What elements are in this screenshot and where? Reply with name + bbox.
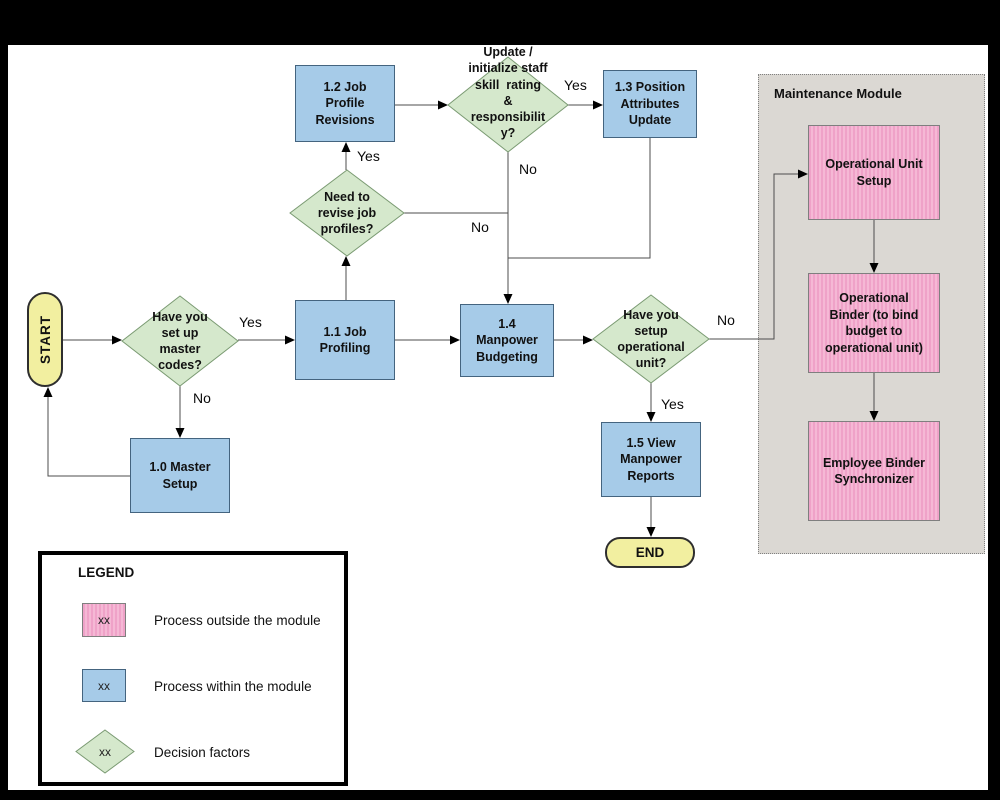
edge-label-update-skill-yes: Yes <box>564 77 587 93</box>
decision-revise-profiles-label: Need to revise job profiles? <box>317 189 377 237</box>
legend-label-process-outside: Process outside the module <box>154 613 321 628</box>
legend-box: LEGEND xx Process outside the module xx … <box>38 551 348 786</box>
legend-label-process-within: Process within the module <box>154 679 312 694</box>
process-job-profiling: 1.1 Job Profiling <box>295 300 395 380</box>
start-label: START <box>37 315 53 364</box>
maintenance-module-title: Maintenance Module <box>774 86 902 101</box>
process-operational-unit-setup: Operational Unit Setup <box>808 125 940 220</box>
process-master-setup: 1.0 Master Setup <box>130 438 230 513</box>
decision-update-skill-label: Update / initialize staff skill rating &… <box>468 45 548 141</box>
edge-label-update-skill-no: No <box>519 161 537 177</box>
edge-label-master-codes-no: No <box>193 390 211 406</box>
process-position-attributes-update: 1.3 Position Attributes Update <box>603 70 697 138</box>
edge-label-operational-unit-no: No <box>717 312 735 328</box>
start-terminator: START <box>27 292 63 387</box>
legend-blue-process-swatch: xx <box>82 669 126 702</box>
end-terminator: END <box>605 537 695 568</box>
decision-master-codes-label: Have you set up master codes? <box>152 309 208 373</box>
edge-label-revise-profiles-yes: Yes <box>357 148 380 164</box>
legend-diamond-label: xx <box>99 744 111 759</box>
legend-label-decision-factors: Decision factors <box>154 745 251 760</box>
process-operational-binder: Operational Binder (to bind budget to op… <box>808 273 940 373</box>
legend-decision-swatch: xx <box>75 729 135 774</box>
process-job-profile-revisions: 1.2 Job Profile Revisions <box>295 65 395 142</box>
process-employee-binder-synchronizer: Employee Binder Synchronizer <box>808 421 940 521</box>
process-manpower-budgeting: 1.4 Manpower Budgeting <box>460 304 554 377</box>
process-view-manpower-reports: 1.5 View Manpower Reports <box>601 422 701 497</box>
legend-title: LEGEND <box>78 565 135 580</box>
edge-label-master-codes-yes: Yes <box>239 314 262 330</box>
edge-label-revise-profiles-no: No <box>471 219 489 235</box>
legend-diamond-icon <box>75 729 135 774</box>
decision-operational-unit-label: Have you setup operational unit? <box>617 307 685 371</box>
legend-diamond-shape <box>75 729 135 774</box>
legend-pink-process-swatch: xx <box>82 603 126 637</box>
edge-label-operational-unit-yes: Yes <box>661 396 684 412</box>
